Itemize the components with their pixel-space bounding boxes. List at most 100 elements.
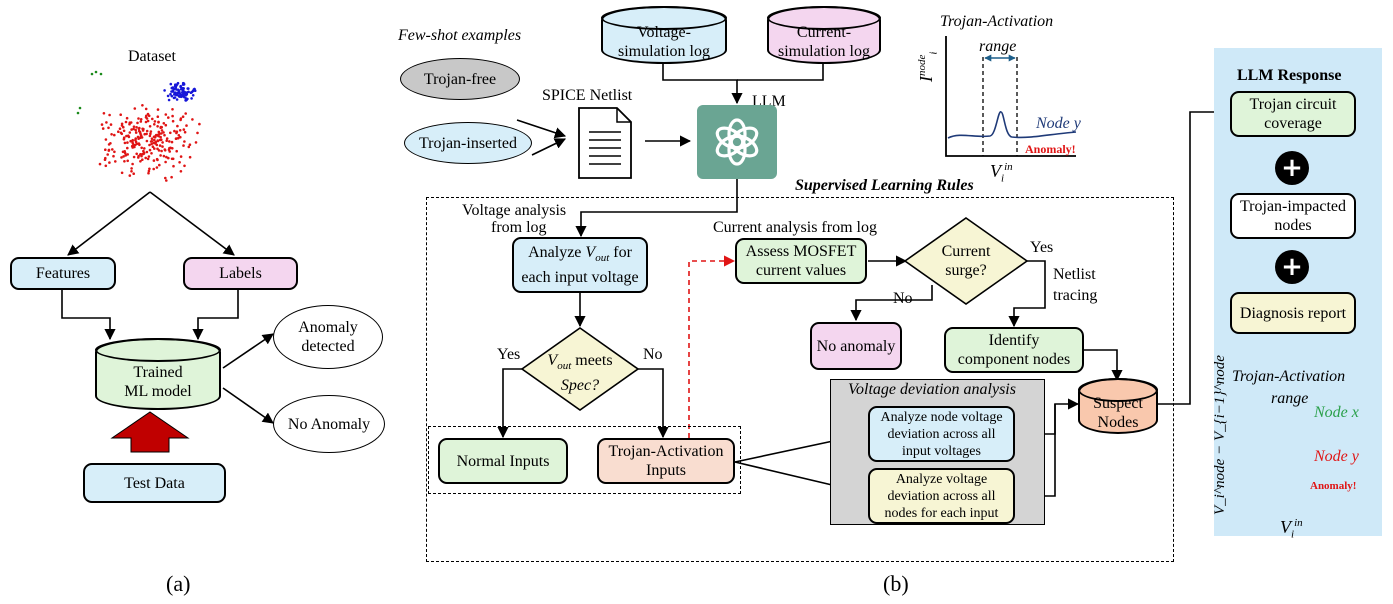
trojan-act-line-1: Trojan-Activation bbox=[608, 443, 724, 460]
plot-top-title: Trojan-Activation bbox=[940, 13, 1054, 30]
scatter-point bbox=[170, 175, 173, 179]
scatter-point bbox=[156, 125, 159, 128]
scatter-point bbox=[167, 98, 171, 102]
scatter-point bbox=[119, 131, 123, 135]
scatter-point bbox=[104, 138, 108, 141]
model-line-2: ML model bbox=[124, 383, 192, 400]
scatter-point bbox=[188, 143, 192, 146]
anomaly-detected-ellipse: Anomaly detected bbox=[273, 305, 383, 369]
scatter-point bbox=[153, 138, 156, 142]
plot-bottom-node-x-label: Node x bbox=[1314, 404, 1359, 421]
scatter-point bbox=[122, 137, 126, 141]
scatter-point bbox=[173, 129, 176, 133]
vda-box-1: Analyze node voltage deviation across al… bbox=[868, 406, 1015, 462]
diamond1-line-2: Spec? bbox=[560, 377, 600, 395]
netlist-tracing-label-1: Netlist bbox=[1053, 266, 1096, 283]
scatter-point bbox=[128, 122, 131, 126]
plot-top-ysup: node bbox=[916, 54, 928, 76]
arrow-free-netlist bbox=[516, 119, 567, 139]
scatter-point bbox=[137, 117, 140, 120]
scatter-point bbox=[177, 134, 181, 137]
features-box: Features bbox=[10, 257, 116, 290]
scatter-point bbox=[127, 134, 130, 137]
no-anomaly-box: No anomaly bbox=[810, 322, 902, 370]
scatter-point bbox=[130, 144, 134, 148]
scatter-point bbox=[130, 128, 133, 131]
arrow-features-model bbox=[61, 289, 116, 341]
plot-top-xsub: i bbox=[1001, 172, 1005, 185]
scatter-point bbox=[138, 126, 141, 130]
scatter-point bbox=[103, 158, 107, 161]
llm-icon bbox=[697, 105, 777, 179]
supervised-rules-label: Supervised Learning Rules bbox=[795, 177, 974, 194]
scatter-point bbox=[174, 87, 177, 90]
scatter-point bbox=[181, 115, 185, 118]
diagnosis-report-box: Diagnosis report bbox=[1230, 292, 1356, 334]
scatter-point bbox=[135, 152, 138, 156]
scatter-point bbox=[145, 150, 149, 154]
arrow-no-trojan bbox=[638, 368, 669, 439]
scatter-point bbox=[147, 169, 151, 173]
scatter-point bbox=[161, 145, 164, 148]
identify-line-1: Identify bbox=[988, 332, 1040, 349]
assess-line-1: Assess MOSFET bbox=[745, 243, 857, 260]
scatter-point bbox=[182, 128, 186, 131]
trojan-activation-inputs-box: Trojan-Activation Inputs bbox=[597, 438, 735, 484]
scatter-point bbox=[143, 147, 146, 150]
coverage-line-2: coverage bbox=[1264, 115, 1322, 132]
scatter-point bbox=[122, 129, 126, 133]
scatter-point bbox=[185, 92, 189, 96]
scatter-point bbox=[135, 126, 138, 129]
scatter-point bbox=[101, 127, 105, 130]
suspect-line-1: Suspect bbox=[1093, 395, 1143, 412]
scatter-point bbox=[176, 88, 180, 92]
scatter-point bbox=[124, 154, 127, 157]
scatter-point bbox=[176, 136, 180, 140]
diamond1-var: V bbox=[547, 352, 558, 369]
scatter-point bbox=[191, 118, 194, 121]
arrow-clog-llm bbox=[737, 63, 824, 81]
scatter-point bbox=[146, 119, 150, 123]
scatter-point bbox=[113, 133, 116, 137]
scatter-point bbox=[171, 108, 174, 111]
scatter-point bbox=[179, 170, 183, 173]
no-label-right: No bbox=[893, 290, 913, 307]
scatter-point bbox=[181, 81, 185, 85]
plot-bottom-xsup: in bbox=[1294, 517, 1303, 529]
scatter-point bbox=[160, 125, 163, 129]
current-analysis-label: Current analysis from log bbox=[713, 219, 877, 236]
scatter-point bbox=[163, 133, 166, 137]
scatter-point bbox=[108, 161, 111, 164]
scatter-point bbox=[160, 129, 164, 132]
scatter-point bbox=[146, 157, 150, 161]
scatter-point bbox=[112, 154, 115, 158]
scatter-point bbox=[147, 155, 151, 158]
scatter-point bbox=[139, 132, 142, 135]
scatter-point bbox=[169, 92, 172, 96]
dataset-label: Dataset bbox=[128, 48, 176, 65]
current-log-line-1: Current- bbox=[796, 24, 852, 41]
scatter-point bbox=[167, 116, 170, 119]
impacted-line-1: Trojan-impacted bbox=[1239, 198, 1347, 215]
scatter-point bbox=[128, 131, 132, 134]
scatter-point bbox=[133, 107, 137, 110]
scatter-point bbox=[161, 141, 164, 144]
scatter-point bbox=[156, 108, 160, 111]
scatter-point bbox=[113, 150, 116, 154]
identify-nodes-box: Identify component nodes bbox=[944, 327, 1084, 373]
scatter-point bbox=[173, 93, 176, 96]
plot-bottom-title: Trojan-Activation bbox=[1232, 368, 1346, 385]
vda1-line-1: Analyze node voltage bbox=[880, 409, 1003, 425]
scatter-point bbox=[164, 176, 167, 180]
plot-top-anomaly: Anomaly! bbox=[1025, 142, 1076, 156]
suspect-line-2: Nodes bbox=[1097, 414, 1139, 431]
vda-title: Voltage deviation analysis bbox=[848, 381, 1016, 398]
voltage-log-cylinder: Voltage- simulation log bbox=[601, 6, 727, 64]
scatter-point bbox=[132, 127, 135, 131]
scatter-point bbox=[159, 135, 162, 139]
scatter-point bbox=[160, 132, 163, 135]
scatter-point bbox=[156, 139, 160, 143]
scatter-point bbox=[158, 144, 162, 147]
scatter-point bbox=[78, 106, 82, 110]
